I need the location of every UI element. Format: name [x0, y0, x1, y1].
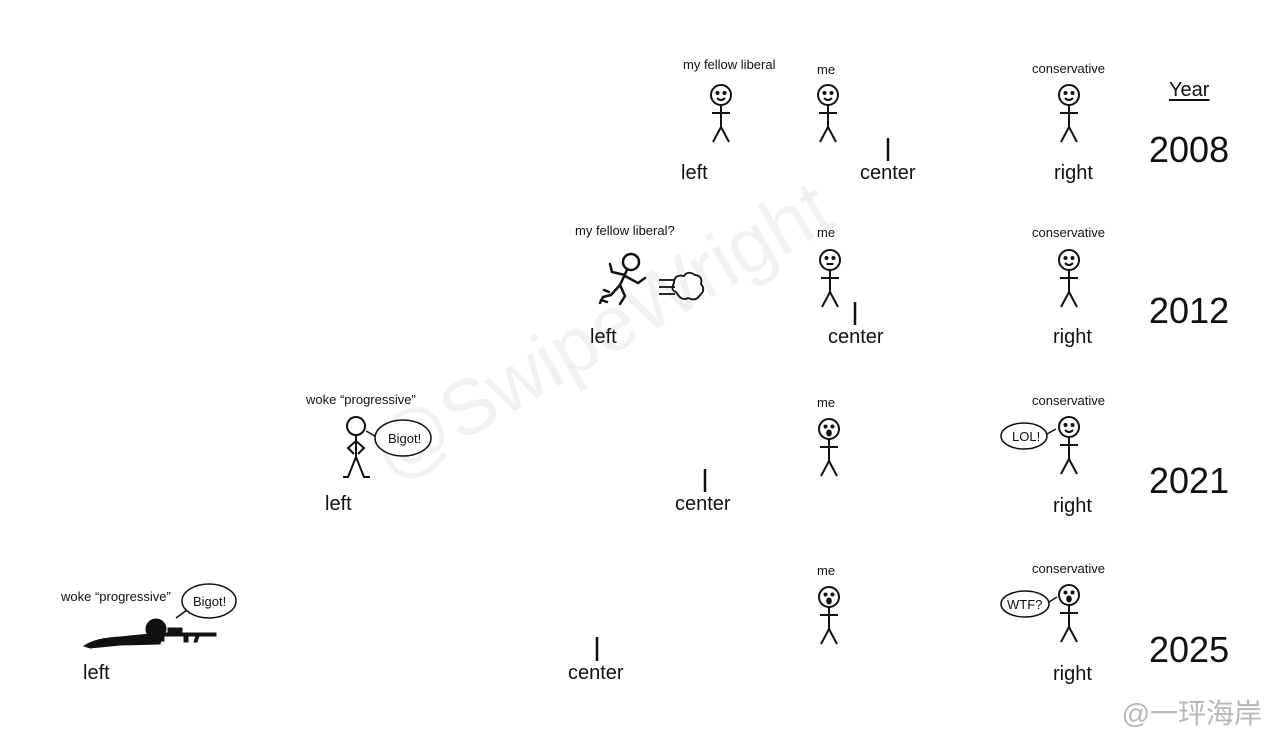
year-label: 2012 — [1149, 290, 1230, 331]
row-2008-spectrum — [680, 138, 1093, 161]
me-figure — [819, 249, 841, 308]
conservative-label: conservative — [1032, 61, 1105, 76]
wtf-bubble-text: WTF? — [1007, 597, 1043, 612]
prone-sniper-figure — [82, 618, 217, 649]
left-label: left — [590, 326, 617, 348]
fellow-liberal-label: my fellow liberal — [683, 57, 776, 72]
lol-speech-bubble — [1000, 422, 1057, 450]
right-label: right — [1053, 495, 1092, 517]
conservative-figure — [1058, 584, 1080, 643]
center-label: center — [568, 662, 624, 684]
me-label: me — [817, 563, 836, 578]
fellow-liberal-label: my fellow liberal? — [575, 223, 675, 238]
me-figure — [817, 84, 839, 143]
center-label: center — [828, 326, 884, 348]
conservative-label: conservative — [1032, 561, 1105, 576]
woke-progressive-label: woke “progressive” — [306, 392, 416, 407]
year-header: Year — [1169, 79, 1210, 101]
me-label: me — [817, 395, 836, 410]
me-figure — [818, 418, 840, 477]
conservative-label: conservative — [1032, 225, 1105, 240]
left-label: left — [681, 162, 708, 184]
conservative-label: conservative — [1032, 393, 1105, 408]
left-label: left — [325, 493, 352, 515]
woke-progressive-figure — [343, 416, 370, 478]
left-label: left — [83, 662, 110, 684]
bigot-speech-bubble — [365, 419, 432, 457]
wtf-speech-bubble — [1000, 590, 1058, 618]
right-label: right — [1054, 162, 1093, 184]
bigot-bubble-text: Bigot! — [193, 594, 227, 609]
weibo-watermark: @一玶海岸 — [1121, 698, 1262, 729]
conservative-figure — [1058, 416, 1080, 475]
woke-progressive-label: woke “progressive” — [61, 589, 171, 604]
bigot-bubble-text: Bigot! — [388, 431, 422, 446]
conservative-figure — [1058, 84, 1080, 143]
year-label: 2021 — [1149, 460, 1230, 501]
me-figure — [818, 586, 840, 645]
right-label: right — [1053, 663, 1092, 685]
center-label: center — [675, 493, 731, 515]
center-label: center — [860, 162, 916, 184]
dust-cloud-icon — [659, 271, 705, 301]
bigot-speech-bubble — [175, 583, 237, 619]
lol-bubble-text: LOL! — [1012, 429, 1041, 444]
me-label: me — [817, 225, 836, 240]
right-label: right — [1053, 326, 1092, 348]
running-liberal-figure — [598, 252, 647, 306]
fellow-liberal-figure — [710, 84, 732, 143]
row-2012-spectrum — [590, 302, 1093, 325]
row-2025-spectrum — [78, 637, 1093, 661]
row-2021-spectrum — [325, 469, 1093, 492]
conservative-figure — [1058, 249, 1080, 308]
year-label: 2025 — [1149, 629, 1230, 670]
me-label: me — [817, 62, 836, 77]
year-label: 2008 — [1149, 129, 1230, 170]
